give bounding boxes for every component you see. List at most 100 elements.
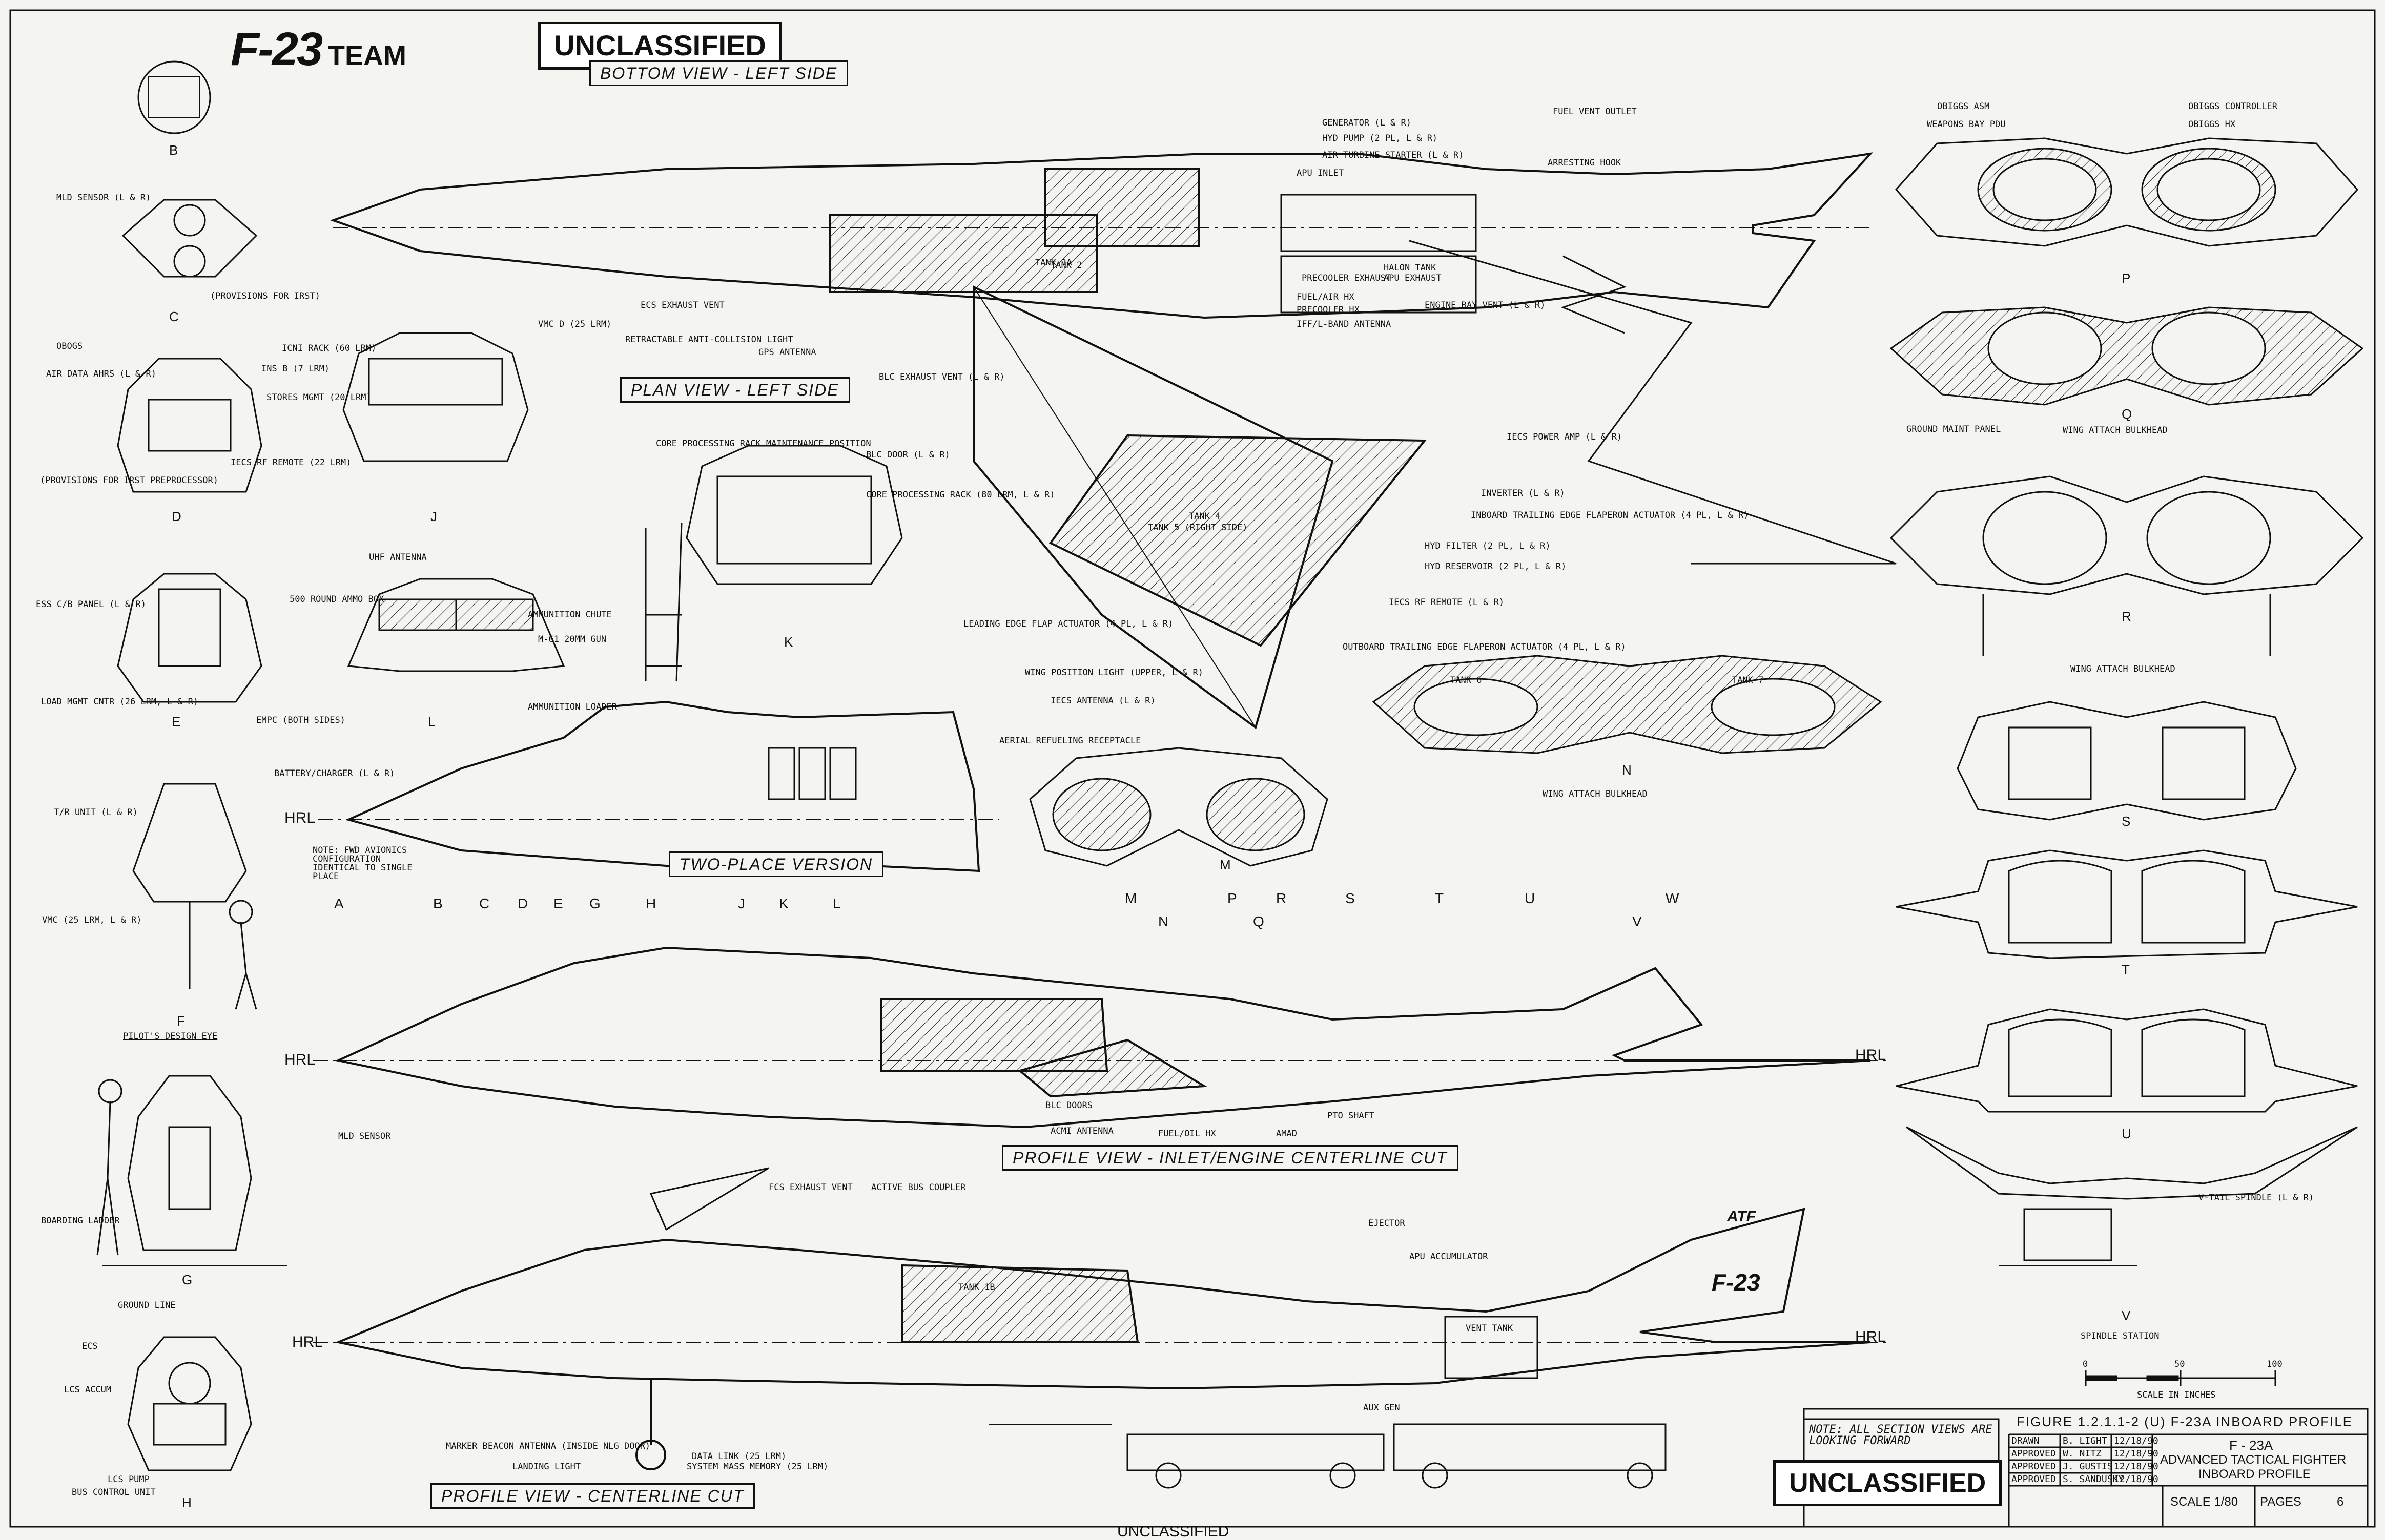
scale-tick-100: 100 [2267,1359,2283,1369]
station-q: Q [1253,913,1264,929]
callout-acmi-antenna: ACMI ANTENNA [1051,1126,1114,1136]
callout-amad: AMAD [1276,1129,1297,1139]
caption-wing-attach-n: WING ATTACH BULKHEAD [1543,789,1648,799]
callout-gps-antenna: GPS ANTENNA [758,347,816,358]
callout-core-processing: CORE PROCESSING RACK (80 LRM, L & R) [866,490,1055,500]
callout-vent-tank: VENT TANK [1466,1323,1513,1334]
callout-apu-inlet: APU INLET [1297,168,1344,178]
title-block-row-3-role: APPROVED [2011,1461,2056,1472]
section-p [1895,137,2359,247]
footer-classification: UNCLASSIFIED [1117,1523,1229,1540]
f23-team-logo: F-23 [231,26,323,73]
section-letter-u: U [2122,1126,2131,1141]
view-title-profile-centerline: PROFILE VIEW - CENTERLINE CUT [430,1483,755,1509]
caption-spindle-station: SPINDLE STATION [2081,1331,2160,1341]
section-v [1906,1126,2358,1266]
section-letter-k: K [784,634,793,650]
title-block-program: ADVANCED TACTICAL FIGHTER [2160,1453,2347,1467]
section-letter-p: P [2122,270,2131,286]
callout-engine-bay-vent: ENGINE BAY VENT (L & R) [1425,300,1546,310]
title-block-row-1-date: 12/18/90 [2114,1435,2158,1446]
section-letter-h: H [182,1495,192,1510]
callout-obiggs-controller: OBIGGS CONTROLLER [2188,101,2277,112]
callout-halon-tank: HALON TANK [1384,263,1436,273]
callout-fcs-exhaust: FCS EXHAUST VENT [769,1182,853,1193]
section-r [1889,475,2364,656]
section-f [132,783,257,1010]
section-letter-r: R [2122,609,2131,624]
callout-wing-position-light: WING POSITION LIGHT (UPPER, L & R) [1025,668,1203,678]
callout-blc-door: BLC DOOR (L & R) [866,450,950,460]
section-s [1957,701,2297,821]
title-block-model: F - 23A [2229,1438,2273,1453]
caption-wing-attach-r: WING ATTACH BULKHEAD [2070,664,2175,674]
callout-aerial-refueling: AERIAL REFUELING RECEPTACLE [999,736,1141,746]
callout-tr-unit: T/R UNIT (L & R) [54,807,138,818]
station-k: K [779,896,789,911]
hrl-label-centerline: HRL [292,1334,323,1350]
callout-tank-2: TANK 2 [1051,260,1082,270]
caption-pilot-design-eye: PILOT'S DESIGN EYE [123,1031,218,1042]
station-m: M [1125,890,1137,906]
station-u: U [1525,890,1535,906]
view-title-bottom-left: BOTTOM VIEW - LEFT SIDE [589,60,849,86]
two-place-fuselage [345,700,980,872]
title-block-row-4-name: S. SANDUSKY [2063,1474,2124,1485]
callout-outboard-flaperon: OUTBOARD TRAILING EDGE FLAPERON ACTUATOR… [1343,642,1626,652]
station-a: A [334,896,344,911]
callout-fuel-oil-hx: FUEL/OIL HX [1158,1129,1216,1139]
callout-obogs: OBOGS [56,341,83,351]
callout-vmc-25: VMC (25 LRM, L & R) [42,915,142,925]
callout-ejector: EJECTOR [1368,1218,1405,1229]
station-b: B [433,896,443,911]
callout-fuel-air-hx: FUEL/AIR HX [1297,292,1354,302]
callout-hyd-pump: HYD PUMP (2 PL, L & R) [1322,133,1438,143]
section-m [1029,747,1328,867]
section-letter-m: M [1220,857,1231,872]
section-u [1896,1008,2358,1113]
bottom-classification-stamp: UNCLASSIFIED [1773,1460,2002,1506]
section-letter-t: T [2122,962,2130,977]
section-j [342,332,529,462]
hrl-label-two-place: HRL [284,809,316,826]
callout-tank-7: TANK 7 [1732,675,1764,685]
tail-f23-mark: F-23 [1712,1269,1760,1296]
section-letter-n: N [1622,762,1632,778]
callout-tank-5: TANK 5 (RIGHT SIDE) [1148,523,1248,533]
callout-tank-6: TANK 6 [1450,675,1482,685]
section-letter-c: C [169,309,179,324]
view-title-plan-left: PLAN VIEW - LEFT SIDE [620,377,850,403]
view-title-two-place: TWO-PLACE VERSION [669,851,884,877]
callout-iecs-antenna: IECS ANTENNA (L & R) [1051,696,1156,706]
station-c: C [479,896,490,911]
callout-m61-gun: M-61 20MM GUN [538,634,607,644]
callout-battery-charger: BATTERY/CHARGER (L & R) [274,768,395,779]
hrl-label-centerline-right: HRL [1855,1328,1886,1345]
callout-air-turbine: AIR TURBINE STARTER (L & R) [1322,150,1464,160]
title-block-row-1-role: DRAWN [2011,1435,2040,1446]
section-d [117,358,262,493]
view-title-profile-inlet: PROFILE VIEW - INLET/ENGINE CENTERLINE C… [1002,1145,1458,1171]
scale-tick-0: 0 [2083,1359,2088,1369]
callout-obiggs-hx: OBIGGS HX [2188,119,2236,130]
callout-obiggs-asm: OBIGGS ASM [1937,101,1990,112]
section-letter-f: F [177,1013,185,1029]
callout-ammunition-loader: AMMUNITION LOADER [528,702,617,712]
fwd-avionics-note: NOTE: FWD AVIONICS CONFIGURATION IDENTIC… [313,845,413,882]
section-g [96,1075,287,1266]
section-letter-q: Q [2122,406,2132,422]
callout-blc-exhaust: BLC EXHAUST VENT (L & R) [879,372,1005,382]
station-t: T [1435,890,1444,906]
callout-iecs-rf-remote-lr: IECS RF REMOTE (L & R) [1389,597,1505,608]
station-d: D [518,896,528,911]
callout-mld-sensor-profile: MLD SENSOR [338,1131,391,1141]
section-views-note: NOTE: ALL SECTION VIEWS ARE LOOKING FORW… [1809,1423,1992,1447]
callout-lcs-accum: LCS ACCUM [64,1385,112,1395]
callout-fuel-vent-outlet: FUEL VENT OUTLET [1553,107,1637,117]
callout-leading-edge-flap: LEADING EDGE FLAP ACTUATOR (4 PL, L & R) [963,619,1174,629]
section-e [117,573,262,703]
callout-data-link: DATA LINK (25 LRM) [692,1451,787,1462]
station-h: H [646,896,656,911]
callout-generator: GENERATOR (L & R) [1322,118,1411,128]
